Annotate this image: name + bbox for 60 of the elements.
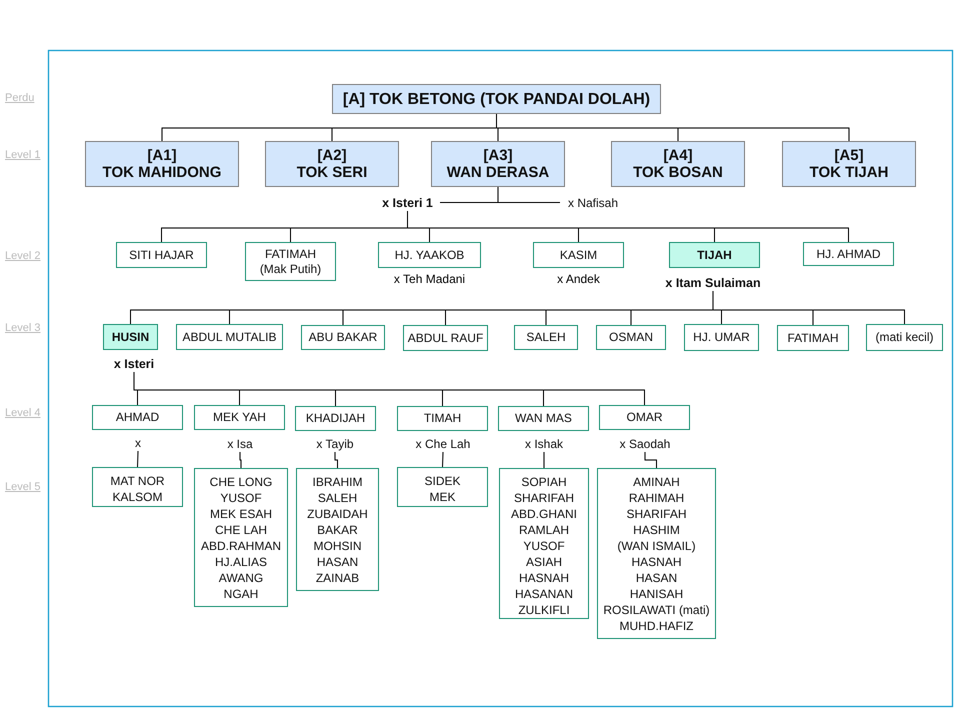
person-box: TIJAH [669,242,760,268]
children-list-box: IBRAHIM SALEH ZUBAIDAH BAKAR MOHSIN HASAN ZAINAB [296,468,379,591]
person-box: HJ. AHMAD [803,242,894,266]
person-box: AHMAD [92,405,183,430]
person-box: KHADIJAH [295,406,376,431]
children-list-box: MAT NOR KALSOM [92,467,183,507]
connector-line [644,452,657,468]
children-list-box: SOPIAH SHARIFAH ABD.GHANI RAMLAH YUSOF ASIAH HASNAH HASANAN ZULKIFLI [499,468,589,619]
person-box: OSMAN [596,325,666,350]
connector-line [134,372,645,406]
person-box: MEK YAH [194,405,285,430]
person-box: KASIM [533,242,624,268]
connector-line [334,452,338,468]
spouse-label: x Nafisah [560,194,626,211]
level-label: Level 3 [5,322,40,334]
person-box: FATIMAH [777,325,849,351]
spouse-label: x Saodah [610,436,680,452]
level-label: Perdu [5,92,34,104]
person-box: FATIMAH (Mak Putih) [245,242,336,281]
connector-line [407,210,849,242]
person-box: OMAR [599,405,690,430]
spouse-label: x Itam Sulaiman [662,274,764,291]
person-box: SALEH [514,325,578,350]
person-box: [A3] WAN DERASA [431,141,565,187]
connector-line [442,452,444,468]
spouse-label: x Isteri [104,355,164,372]
level-label: Level 1 [5,149,40,161]
connector-line [712,290,905,324]
spouse-label: x Ishak [515,436,573,452]
connector-line [137,450,138,468]
spouse-label: x Tayib [305,436,365,452]
spouse-label: x Andek [557,272,600,286]
level-label: Level 4 [5,407,40,419]
spouse-label: x Isa [210,436,270,452]
person-box: ABDUL MUTALIB [176,324,283,350]
person-box: HJ. UMAR [684,324,759,351]
connector-line [240,452,242,468]
person-box: SITI HAJAR [116,242,207,268]
person-box: [A5] TOK TIJAH [782,141,916,187]
person-box: WAN MAS [498,406,589,431]
person-box: [A4] TOK BOSAN [611,141,745,187]
person-box: ABU BAKAR [301,325,385,350]
person-box: ABDUL RAUF [403,325,488,351]
person-box: [A1] TOK MAHIDONG [85,141,239,187]
person-box: TIMAH [397,406,488,431]
children-list-box: AMINAH RAHIMAH SHARIFAH HASHIM (WAN ISMAIL) HASNAH HASAN HANISAH ROSILAWATI (mati) MUHD.HAFIZ [597,468,716,639]
person-box: [A2] TOK SERI [265,141,399,187]
level-label: Level 5 [5,481,40,493]
children-list-box: CHE LONG YUSOF MEK ESAH CHE LAH ABD.RAHMAN HJ.ALIAS AWANG NGAH [194,468,288,607]
spouse-label: x Che Lah [408,436,478,452]
person-box: HUSIN [103,324,158,350]
spouse-label: x Teh Madani [394,272,466,286]
spouse-label: x Isteri 1 [375,194,440,211]
connector-line [498,186,560,203]
children-list-box: SIDEK MEK [397,467,488,507]
person-box: [A] TOK BETONG (TOK PANDAI DOLAH) [332,84,661,114]
spouse-label: x [118,435,158,451]
level-label: Level 2 [5,250,40,262]
person-box: HJ. YAAKOB [378,242,481,268]
person-box: (mati kecil) [866,324,943,351]
